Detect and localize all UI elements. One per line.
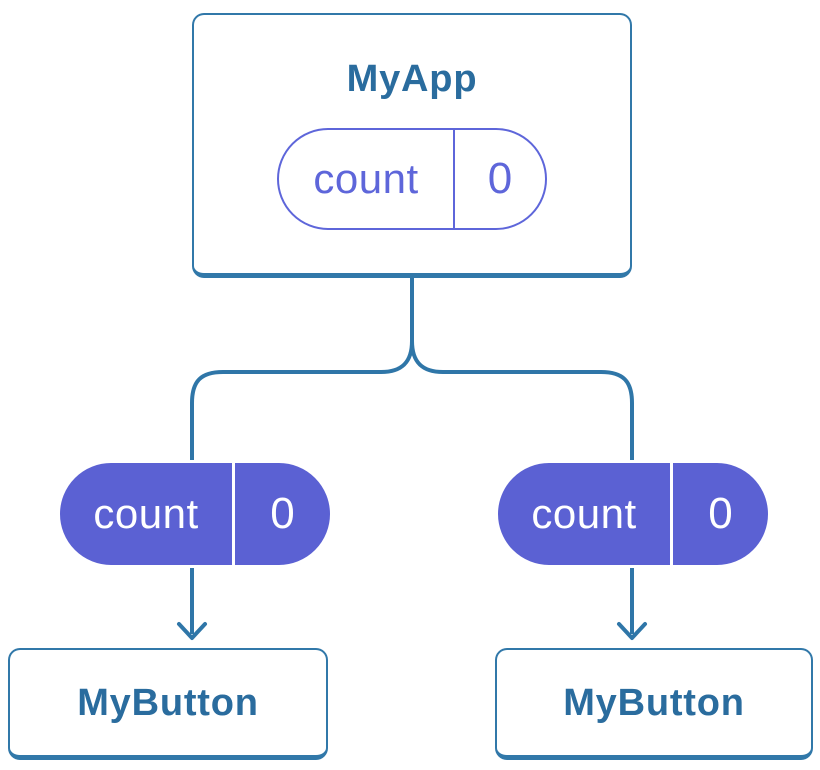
- prop-pill-name: count: [531, 490, 637, 537]
- state-pill: count 0: [277, 128, 547, 230]
- branch-right-line: [410, 340, 634, 467]
- component-title: MyButton: [563, 681, 745, 724]
- state-pill-value: 0: [487, 154, 513, 203]
- prop-pill-name: count: [93, 490, 199, 537]
- branch-left-line: [190, 340, 414, 467]
- prop-pill-right: count 0: [495, 460, 771, 568]
- prop-pill-value: 0: [270, 489, 295, 538]
- state-pill-divider: [453, 130, 455, 228]
- state-pill-name: count: [313, 155, 419, 202]
- prop-pill-divider: [232, 463, 235, 565]
- component-box-mybutton-right: MyButton: [495, 648, 813, 760]
- prop-pill-value: 0: [708, 489, 733, 538]
- arrow-head-right-icon: [617, 622, 647, 640]
- component-title: MyApp: [346, 58, 478, 100]
- prop-pill-left: count 0: [57, 460, 333, 568]
- component-title: MyButton: [77, 681, 259, 724]
- component-box-mybutton-left: MyButton: [8, 648, 328, 760]
- prop-pill-divider: [670, 463, 673, 565]
- arrow-head-left-icon: [177, 622, 207, 640]
